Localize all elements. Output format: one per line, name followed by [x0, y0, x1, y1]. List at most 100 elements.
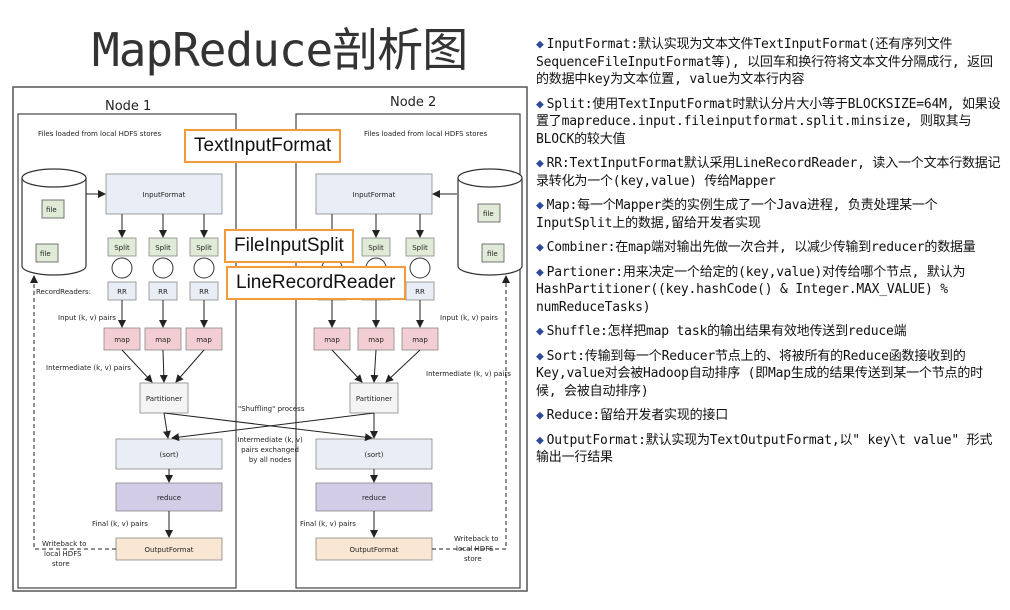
note-item: ◆Reduce:留给开发者实现的接口	[536, 407, 1002, 425]
text-input-format-callout: TextInputFormat	[184, 129, 342, 163]
node2-label: Node 2	[390, 95, 436, 110]
file-label: file	[46, 206, 57, 214]
sort-label: (sort)	[159, 451, 178, 459]
note-text: Sort:传输到每一个Reducer节点上的、将被所有的Reduce函数接收到的…	[536, 348, 983, 399]
map-label: map	[324, 336, 340, 344]
intermediate-pairs-label-node1: Intermediate (k, v) pairs	[46, 364, 131, 372]
input-pairs-label-node2: Input (k, v) pairs	[440, 314, 498, 322]
file-input-split-callout: FileInputSplit	[224, 229, 354, 263]
diamond-bullet-icon: ◆	[536, 408, 544, 423]
split-box	[148, 237, 178, 257]
diamond-bullet-icon: ◆	[536, 240, 544, 255]
split-label: Split	[114, 244, 130, 252]
reduce-label: reduce	[157, 494, 181, 502]
diamond-bullet-icon: ◆	[536, 432, 544, 448]
mapreduce-diagram: Node 1 Node 2 Files loaded from local HD…	[12, 86, 530, 594]
diamond-bullet-icon: ◆	[536, 348, 544, 364]
partitioner-box-node2	[349, 382, 399, 414]
note-item: ◆InputFormat:默认实现为文本文件TextInputFormat(还有…	[536, 36, 1002, 89]
note-text: OutputFormat:默认实现为TextOutputFormat,以" ke…	[536, 432, 993, 466]
exchanged-label: Intermediate (k, v)	[237, 436, 303, 444]
sort-label: (sort)	[364, 451, 383, 459]
split-box	[405, 237, 435, 257]
note-item: ◆RR:TextInputFormat默认采用LineRecordReader,…	[536, 155, 1002, 190]
diamond-bullet-icon: ◆	[536, 198, 544, 213]
split-label: Split	[196, 244, 212, 252]
files-loaded-label-node1: Files loaded from local HDFS stores	[38, 130, 162, 138]
map-label: map	[412, 336, 428, 344]
record-readers-label: RecordReaders:	[36, 288, 91, 296]
loop-arrow	[409, 257, 431, 279]
note-text: Combiner:在map端对输出先做一次合并, 以减少传输到reducer的数…	[546, 240, 976, 255]
reduce-label: reduce	[362, 494, 386, 502]
partitioner-box-node1	[139, 382, 189, 414]
exchanged-label: by all nodes	[249, 456, 292, 464]
input-format-label: InputFormat	[143, 191, 186, 199]
reduce-box-node1	[115, 482, 223, 512]
node1-label: Node 1	[105, 99, 151, 114]
note-text: InputFormat:默认实现为文本文件TextInputFormat(还有序…	[536, 37, 993, 87]
file-label: file	[483, 210, 494, 218]
note-item: ◆Sort:传输到每一个Reducer节点上的、将被所有的Reduce函数接收到…	[536, 348, 1002, 401]
rr-label: RR	[199, 288, 209, 296]
file-icon	[477, 203, 501, 223]
note-text: Split:使用TextInputFormat时默认分片大小等于BLOCKSIZ…	[536, 96, 1001, 147]
split-label: Split	[368, 244, 384, 252]
exchanged-label: pairs exchanged	[241, 446, 299, 454]
file-label: file	[40, 250, 51, 258]
shuffling-label: "Shuffling" process	[238, 405, 305, 413]
writeback-label: store	[464, 555, 482, 563]
note-text: Map:每一个Mapper类的实例生成了一个Java进程, 负责处理某一个Inp…	[536, 198, 938, 231]
flow-arrows	[86, 190, 457, 538]
diamond-bullet-icon: ◆	[536, 37, 544, 52]
note-item: ◆Split:使用TextInputFormat时默认分片大小等于BLOCKSI…	[536, 96, 1002, 149]
page-title: MapReduce剖析图	[92, 23, 468, 77]
output-format-label: OutputFormat	[145, 546, 194, 554]
split-box	[361, 237, 391, 257]
input-format-label: InputFormat	[353, 191, 396, 199]
loop-arrow	[111, 257, 133, 279]
input-format-box-node2	[315, 173, 433, 215]
input-format-box-node1	[105, 173, 223, 215]
note-text: Reduce:留给开发者实现的接口	[546, 408, 729, 423]
intermediate-pairs-label-node2: Intermediate (k, v) pairs	[426, 370, 511, 378]
file-label: file	[487, 250, 498, 258]
input-pairs-label-node1: Input (k, v) pairs	[58, 314, 116, 322]
split-label: Split	[155, 244, 171, 252]
writeback-label: Writeback to	[454, 535, 498, 543]
rr-label: RR	[415, 288, 425, 296]
file-icon	[41, 199, 65, 219]
split-box	[107, 237, 137, 257]
file-icon	[35, 243, 59, 263]
diamond-bullet-icon: ◆	[536, 156, 544, 171]
split-label: Split	[412, 244, 428, 252]
note-item: ◆Map:每一个Mapper类的实例生成了一个Java进程, 负责处理某一个In…	[536, 197, 1002, 232]
split-box	[189, 237, 219, 257]
rr-label: RR	[117, 288, 127, 296]
note-text: Partioner:用来决定一个给定的(key,value)对传给哪个节点, 默…	[536, 264, 966, 315]
map-label: map	[114, 336, 130, 344]
map-label: map	[368, 336, 384, 344]
line-record-reader-callout: LineRecordReader	[226, 266, 406, 300]
notes-list: ◆InputFormat:默认实现为文本文件TextInputFormat(还有…	[536, 36, 1002, 474]
map-label: map	[155, 336, 171, 344]
final-pairs-label-node1: Final (k, v) pairs	[92, 520, 148, 528]
rr-label: RR	[158, 288, 168, 296]
sort-box-node1	[115, 438, 223, 470]
sort-box-node2	[315, 438, 433, 470]
diamond-bullet-icon: ◆	[536, 264, 544, 280]
output-format-label: OutputFormat	[350, 546, 399, 554]
hdfs-store-node2	[457, 168, 523, 276]
note-item: ◆Shuffle:怎样把map task的输出结果有效地传送到reduce端	[536, 323, 1002, 341]
note-item: ◆Combiner:在map端对输出先做一次合并, 以减少传输到reducer的…	[536, 239, 1002, 257]
diamond-bullet-icon: ◆	[536, 96, 544, 112]
note-item: ◆Partioner:用来决定一个给定的(key,value)对传给哪个节点, …	[536, 264, 1002, 317]
writeback-dashed-lines	[30, 275, 510, 550]
map-label: map	[196, 336, 212, 344]
writeback-label: store	[52, 560, 70, 568]
loop-arrow	[152, 257, 174, 279]
partitioner-label: Partitioner	[146, 395, 182, 403]
diamond-bullet-icon: ◆	[536, 324, 544, 339]
final-pairs-label-node2: Final (k, v) pairs	[300, 520, 356, 528]
writeback-label: Writeback to	[42, 540, 86, 548]
